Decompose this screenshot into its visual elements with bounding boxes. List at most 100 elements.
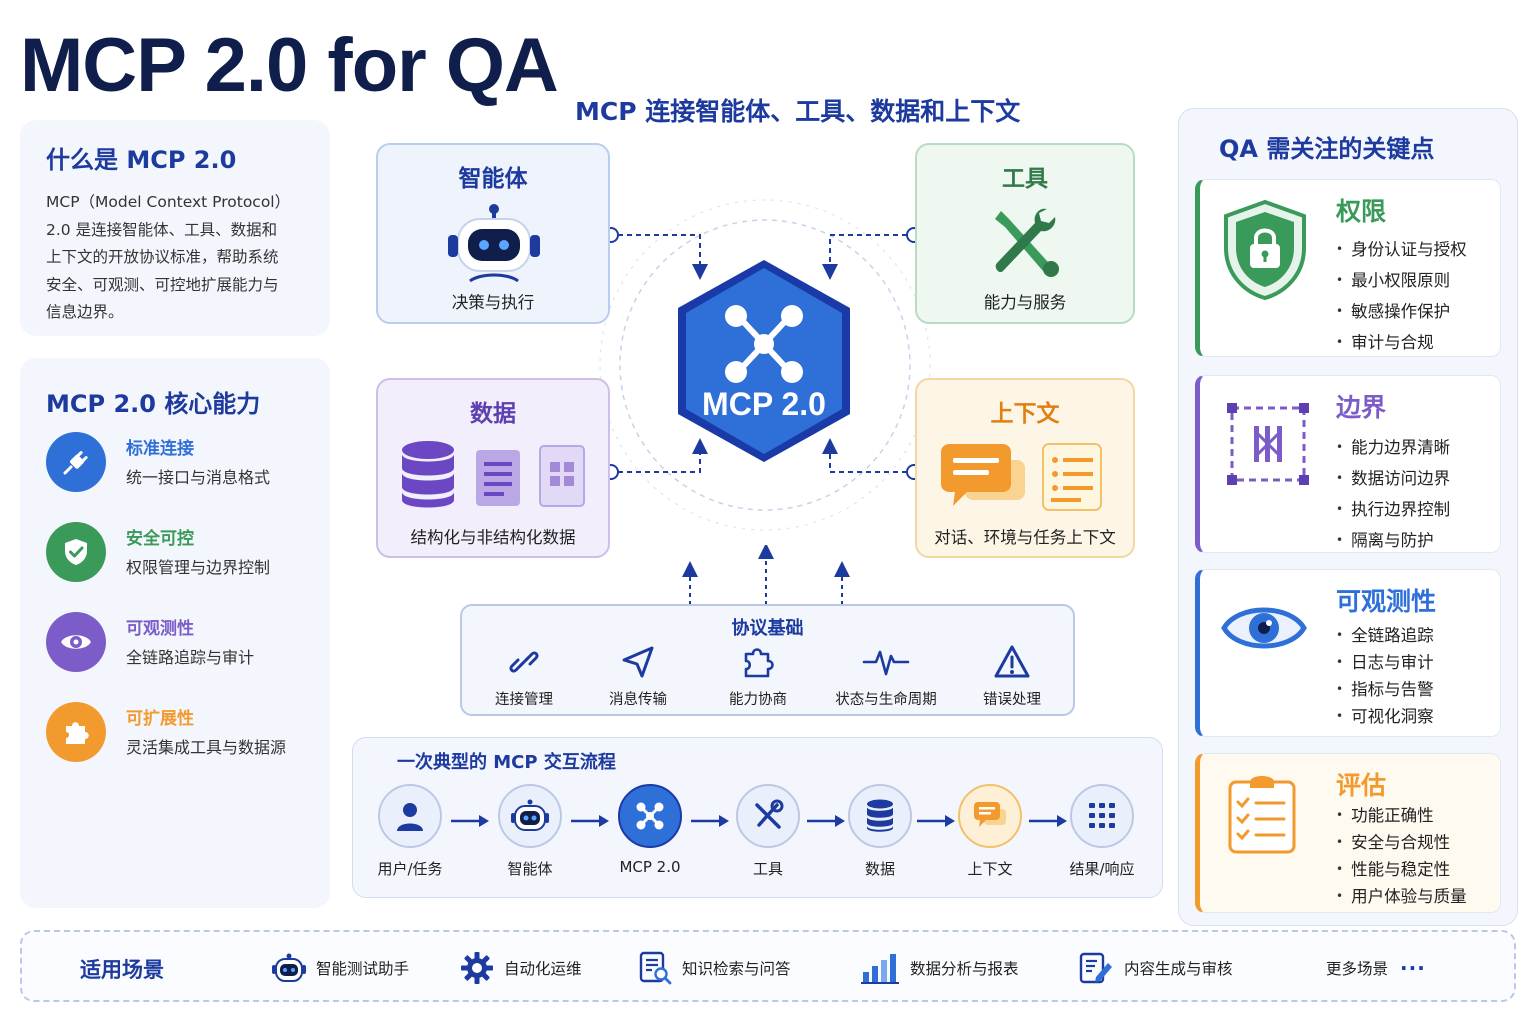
core-item-desc: 统一接口与消息格式	[126, 468, 271, 487]
core-capabilities-panel: MCP 2.0 核心能力 标准连接 统一接口与消息格式 安全可控 权限管理与边界…	[20, 358, 330, 908]
qa-title: QA 需关注的关键点	[1219, 135, 1435, 163]
user-icon	[397, 803, 423, 831]
robot-icon	[272, 953, 306, 982]
flow-step: 工具	[713, 784, 823, 879]
flow-step-label: 结果/响应	[1069, 860, 1135, 878]
puzzle-icon	[744, 648, 774, 678]
core-item-extensibility: 可扩展性 灵活集成工具与数据源	[46, 702, 326, 766]
plug-icon	[46, 432, 106, 492]
scene-item[interactable]: 数据分析与报表	[860, 950, 1019, 986]
scene-label: 更多场景	[1326, 960, 1389, 978]
protocol-item: 状态与生命周期	[826, 642, 946, 709]
scene-item[interactable]: 智能测试助手	[272, 950, 409, 986]
qa-list: 功能正确性 安全与合规性 性能与稳定性 用户体验与质量	[1336, 802, 1467, 910]
scene-item[interactable]: 内容生成与审核	[1078, 950, 1233, 986]
what-line: 上下文的开放协议标准，帮助系统	[46, 248, 279, 266]
core-item-name: 安全可控	[126, 529, 194, 549]
tools-card: 工具 能力与服务	[915, 143, 1135, 324]
tools-title: 工具	[1002, 166, 1048, 192]
context-card: 上下文 对话、环境与任务上下文	[915, 378, 1135, 558]
qa-list: 全链路追踪 日志与审计 指标与告警 可视化洞察	[1336, 622, 1434, 730]
flow-step-label: 工具	[752, 860, 783, 878]
qa-list-item: 性能与稳定性	[1336, 856, 1467, 883]
link-icon	[509, 651, 539, 673]
qa-card-title: 可观测性	[1336, 587, 1437, 616]
shield-check-icon	[46, 522, 106, 582]
protocol-label: 消息传输	[609, 692, 667, 708]
hub-icon	[636, 802, 664, 830]
scene-label: 内容生成与审核	[1124, 960, 1233, 978]
qa-list-item: 执行边界控制	[1336, 494, 1450, 525]
mcp-hub-label: MCP 2.0	[702, 386, 826, 422]
qa-panel: QA 需关注的关键点 权限 身份认证与授权 最小权限原则 敏感操作保护 审计与合…	[1178, 108, 1518, 926]
qa-list-item: 指标与告警	[1336, 676, 1434, 703]
what-line: 安全、可观测、可控地扩展能力与	[46, 275, 279, 294]
scene-label: 数据分析与报表	[910, 960, 1019, 978]
data-title: 数据	[470, 401, 516, 427]
flow-step-label: 用户/任务	[377, 860, 443, 878]
qa-list-item: 功能正确性	[1336, 802, 1467, 829]
core-item-desc: 灵活集成工具与数据源	[126, 738, 287, 757]
edit-doc-icon	[1079, 952, 1112, 984]
flow-panel: 一次典型的 MCP 交互流程 用户/任务 智能体 MCP 2.0 工具 数据 上…	[352, 737, 1163, 898]
pulse-icon	[862, 650, 910, 676]
boundary-icon	[1227, 403, 1309, 485]
scene-item[interactable]: 知识检索与问答	[638, 950, 791, 986]
scene-item-more[interactable]: 更多场景 ···	[1326, 950, 1426, 986]
qa-list-item: 安全与合规性	[1336, 829, 1467, 856]
data-sub: 结构化与非结构化数据	[410, 528, 576, 547]
puzzle-icon	[46, 702, 106, 762]
tools-icon	[995, 208, 1059, 277]
flow-step-label: 智能体	[507, 860, 553, 878]
qa-card-title: 权限	[1336, 197, 1387, 226]
qa-list: 身份认证与授权 最小权限原则 敏感操作保护 审计与合规	[1336, 234, 1467, 358]
qa-card-permission: 权限 身份认证与授权 最小权限原则 敏感操作保护 审计与合规	[1195, 179, 1501, 357]
qa-list-item: 身份认证与授权	[1336, 234, 1467, 265]
flow-arrow	[451, 815, 489, 827]
qa-card-title: 评估	[1336, 771, 1387, 800]
flow-step: 智能体	[475, 784, 585, 879]
qa-list-item: 用户体验与质量	[1336, 883, 1467, 910]
send-icon	[622, 646, 654, 678]
protocol-title: 协议基础	[731, 618, 804, 639]
qa-list-item: 审计与合规	[1336, 327, 1467, 358]
protocol-panel: 协议基础 连接管理 消息传输 能力协商 状态与生命周期 错误处理	[460, 604, 1075, 716]
core-item-name: 标准连接	[126, 439, 194, 459]
gear-icon	[461, 952, 493, 984]
chat-icon	[941, 443, 1102, 511]
protocol-item: 错误处理	[952, 642, 1072, 709]
flow-arrow	[1029, 815, 1067, 827]
qa-card-boundary: 边界 能力边界清晰 数据访问边界 执行边界控制 隔离与防护	[1195, 375, 1501, 553]
tools-sub: 能力与服务	[983, 293, 1067, 312]
qa-list-item: 全链路追踪	[1336, 622, 1434, 649]
qa-list-item: 隔离与防护	[1336, 525, 1450, 556]
qa-card-evaluation: 评估 功能正确性 安全与合规性 性能与稳定性 用户体验与质量	[1195, 753, 1501, 913]
scenarios-title: 适用场景	[80, 958, 164, 982]
robot-icon	[448, 204, 540, 283]
flow-arrow	[691, 815, 729, 827]
core-item-name: 可观测性	[126, 619, 194, 639]
protocol-item: 消息传输	[578, 642, 698, 709]
qa-card-observability: 可观测性 全链路追踪 日志与审计 指标与告警 可视化洞察	[1195, 569, 1501, 737]
scene-label: 自动化运维	[504, 960, 582, 978]
mcp-hub	[678, 260, 850, 462]
flow-title: 一次典型的 MCP 交互流程	[397, 752, 616, 773]
agent-title: 智能体	[458, 166, 528, 192]
core-item-desc: 权限管理与边界控制	[126, 558, 271, 577]
scene-item[interactable]: 自动化运维	[460, 950, 582, 986]
qa-list-item: 日志与审计	[1336, 649, 1434, 676]
qa-list-item: 数据访问边界	[1336, 463, 1450, 494]
clipboard-check-icon	[1228, 776, 1296, 854]
what-is-body: MCP（Model Context Protocol） 2.0 是连接智能体、工…	[46, 189, 304, 327]
flow-step-label: MCP 2.0	[619, 858, 681, 876]
core-item-standard: 标准连接 统一接口与消息格式	[46, 432, 326, 496]
protocol-label: 错误处理	[983, 692, 1041, 708]
grid-icon	[1089, 803, 1115, 828]
protocol-label: 连接管理	[495, 692, 553, 708]
protocol-label: 状态与生命周期	[835, 692, 937, 708]
flow-arrow	[807, 815, 845, 827]
what-is-panel: 什么是 MCP 2.0 MCP（Model Context Protocol） …	[20, 120, 330, 336]
eye-icon	[46, 612, 106, 672]
qa-list-item: 敏感操作保护	[1336, 296, 1467, 327]
flow-arrow	[917, 815, 955, 827]
